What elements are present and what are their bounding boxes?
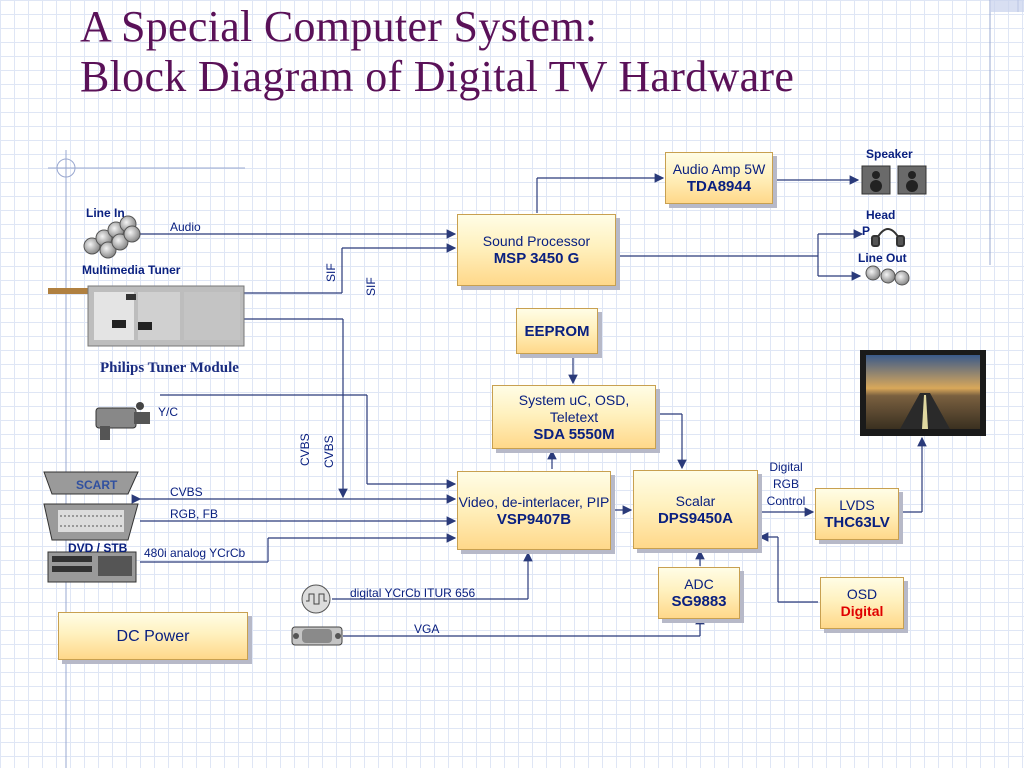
line-in-label: Line In bbox=[86, 206, 125, 220]
speaker-label: Speaker bbox=[866, 147, 913, 161]
adc-label: ADC bbox=[684, 576, 714, 592]
system-uc-chip: SDA 5550M bbox=[533, 425, 615, 443]
scart-label: SCART bbox=[76, 478, 118, 492]
digital-rgb-line-3: Control bbox=[766, 494, 806, 508]
camcorder-icon bbox=[95, 402, 150, 440]
dc-power-label: DC Power bbox=[116, 627, 190, 645]
title-line-2: Block Diagram of Digital TV Hardware bbox=[80, 52, 795, 101]
digital-rgb-line-1: Digital bbox=[769, 460, 803, 474]
digital-rgb-line-2: RGB bbox=[772, 477, 799, 491]
rgb-fb-label: RGB, FB bbox=[170, 507, 219, 521]
adc-chip: SG9883 bbox=[671, 593, 727, 610]
osd-block: OSD Digital bbox=[820, 577, 904, 629]
sound-processor-block: Sound Processor MSP 3450 G bbox=[457, 214, 616, 286]
video-block: Video, de-interlacer, PIP VSP9407B bbox=[457, 471, 611, 550]
digital-connector-icon bbox=[301, 584, 331, 614]
vga-connector-icon bbox=[291, 626, 343, 646]
lvds-chip: THC63LV bbox=[824, 514, 890, 531]
vga-label: VGA bbox=[414, 622, 440, 636]
line-in-icon bbox=[83, 215, 141, 259]
scalar-label: Scalar bbox=[675, 492, 716, 509]
digital-rgb-control-label: Digital RGB Control bbox=[760, 459, 812, 510]
video-chip: VSP9407B bbox=[496, 510, 572, 528]
dc-power-block: DC Power bbox=[58, 612, 248, 660]
head-p-label: P bbox=[862, 224, 871, 238]
eeprom-label: EEPROM bbox=[524, 322, 590, 340]
audio-amp-block: Audio Amp 5W TDA8944 bbox=[665, 152, 773, 204]
corner-decoration bbox=[990, 0, 1024, 12]
audio-amp-chip: TDA8944 bbox=[686, 178, 752, 195]
analog-ycrcb-label: 480i analog YCrCb bbox=[144, 546, 246, 560]
slide-title: A Special Computer System: Block Diagram… bbox=[80, 2, 794, 102]
scart-connector-icon bbox=[43, 471, 139, 541]
flat-panel-display-icon bbox=[860, 350, 986, 436]
scalar-block: Scalar DPS9450A bbox=[633, 470, 758, 549]
sif-label-1: SIF bbox=[324, 263, 338, 282]
multimedia-tuner-label: Multimedia Tuner bbox=[82, 263, 181, 277]
sound-processor-chip: MSP 3450 G bbox=[493, 250, 580, 267]
cvbs-label-vertical-2: CVBS bbox=[322, 435, 336, 468]
speaker-icon bbox=[861, 165, 927, 195]
cvbs-label: CVBS bbox=[170, 485, 203, 499]
head-label: Head bbox=[866, 208, 896, 222]
sif-label-2: SIF bbox=[364, 277, 378, 296]
line-out-icon bbox=[865, 265, 910, 286]
cvbs-label-vertical-1: CVBS bbox=[298, 433, 312, 466]
dvd-player-icon bbox=[47, 551, 137, 583]
lvds-block: LVDS THC63LV bbox=[815, 488, 899, 540]
eeprom-block: EEPROM bbox=[516, 308, 598, 354]
scalar-chip: DPS9450A bbox=[657, 509, 734, 527]
title-line-1: A Special Computer System: bbox=[80, 2, 598, 51]
lvds-label: LVDS bbox=[839, 497, 875, 513]
line-out-label: Line Out bbox=[858, 251, 907, 265]
tuner-module-icon bbox=[48, 285, 245, 347]
osd-label: OSD bbox=[846, 586, 878, 602]
yc-label: Y/C bbox=[158, 405, 179, 419]
adc-block: ADC SG9883 bbox=[658, 567, 740, 619]
headphones-icon bbox=[871, 228, 905, 247]
audio-label: Audio bbox=[170, 220, 201, 234]
sound-processor-label: Sound Processor bbox=[482, 233, 591, 249]
audio-amp-label: Audio Amp 5W bbox=[672, 161, 766, 177]
video-label: Video, de-interlacer, PIP bbox=[458, 493, 610, 510]
dvd-stb-label: DVD / STB bbox=[68, 541, 128, 555]
system-uc-label: System uC, OSD, Teletext bbox=[518, 391, 630, 425]
philips-tuner-label: Philips Tuner Module bbox=[100, 360, 239, 376]
osd-digital-label: Digital bbox=[840, 603, 884, 619]
digital-ycrcb-label: digital YCrCb ITUR 656 bbox=[350, 586, 476, 600]
system-uc-block: System uC, OSD, Teletext SDA 5550M bbox=[492, 385, 656, 449]
